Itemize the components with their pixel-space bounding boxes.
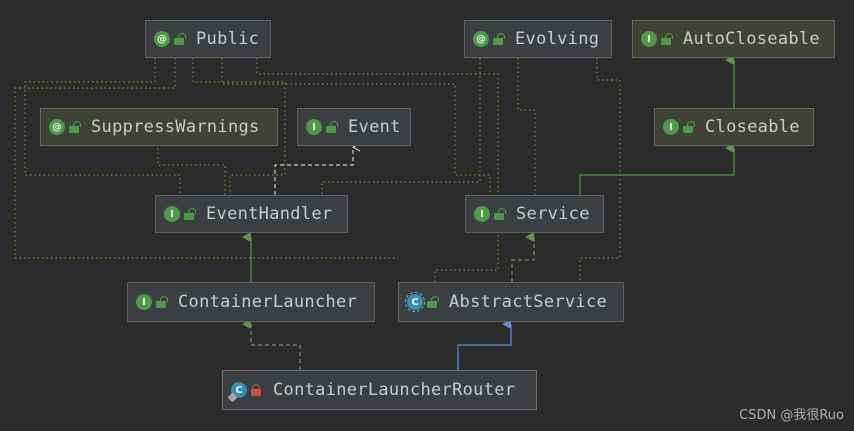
- node-label: ContainerLauncher: [178, 292, 358, 312]
- unlocked-icon: [184, 208, 196, 220]
- node-label: AbstractService: [449, 292, 608, 312]
- edge-router-abstractservice: [457, 319, 512, 370]
- node-label: ContainerLauncherRouter: [273, 380, 516, 400]
- unlocked-icon: [174, 33, 186, 45]
- class-letter: C: [235, 384, 243, 396]
- node-evolving[interactable]: @ Evolving: [464, 20, 612, 58]
- unlocked-icon: [427, 296, 439, 308]
- node-label: Closeable: [705, 117, 800, 137]
- node-label: Evolving: [515, 29, 600, 49]
- abstract-class-icon: C: [405, 292, 425, 312]
- node-label: AutoCloseable: [683, 29, 820, 49]
- node-containerlauncherrouter[interactable]: C ContainerLauncherRouter: [222, 370, 537, 410]
- annotation-links: [14, 58, 621, 282]
- node-event[interactable]: I Event: [297, 108, 411, 146]
- interface-icon: I: [663, 119, 679, 135]
- node-label: SuppressWarnings: [91, 117, 260, 137]
- unlocked-icon: [156, 296, 168, 308]
- node-containerlauncher[interactable]: I ContainerLauncher: [127, 282, 375, 322]
- interface-icon: I: [136, 294, 152, 310]
- annotation-icon: @: [473, 31, 489, 47]
- edge-eventhandler-event: [274, 147, 353, 195]
- unlocked-icon: [326, 121, 338, 133]
- node-label: Public: [196, 29, 260, 49]
- node-public[interactable]: @ Public: [145, 20, 271, 58]
- class-icon: C: [227, 382, 247, 403]
- unlocked-icon: [683, 121, 695, 133]
- interface-icon: I: [306, 119, 322, 135]
- locked-icon: [251, 384, 261, 396]
- node-label: Event: [348, 117, 401, 137]
- interface-icon: I: [641, 31, 657, 47]
- unlocked-icon: [494, 208, 506, 220]
- node-eventhandler[interactable]: I EventHandler: [155, 195, 348, 233]
- node-label: EventHandler: [206, 204, 333, 224]
- interface-icon: I: [474, 206, 490, 222]
- node-autocloseable[interactable]: I AutoCloseable: [632, 20, 835, 58]
- edge-abstractservice-service: [511, 232, 535, 282]
- annotation-icon: @: [49, 119, 65, 135]
- node-closeable[interactable]: I Closeable: [654, 108, 814, 146]
- annotation-icon: @: [154, 31, 170, 47]
- interface-icon: I: [164, 206, 180, 222]
- node-abstractservice[interactable]: C AbstractService: [398, 282, 624, 322]
- node-label: Service: [516, 204, 590, 224]
- unlocked-icon: [493, 33, 505, 45]
- edge-service-closeable: [579, 143, 735, 195]
- unlocked-icon: [661, 33, 673, 45]
- edge-router-containerlauncher: [242, 319, 301, 370]
- unlocked-icon: [69, 121, 81, 133]
- node-suppresswarnings[interactable]: @ SuppressWarnings: [40, 108, 278, 146]
- watermark: CSDN @我很Ruo: [739, 408, 844, 423]
- node-service[interactable]: I Service: [465, 195, 604, 233]
